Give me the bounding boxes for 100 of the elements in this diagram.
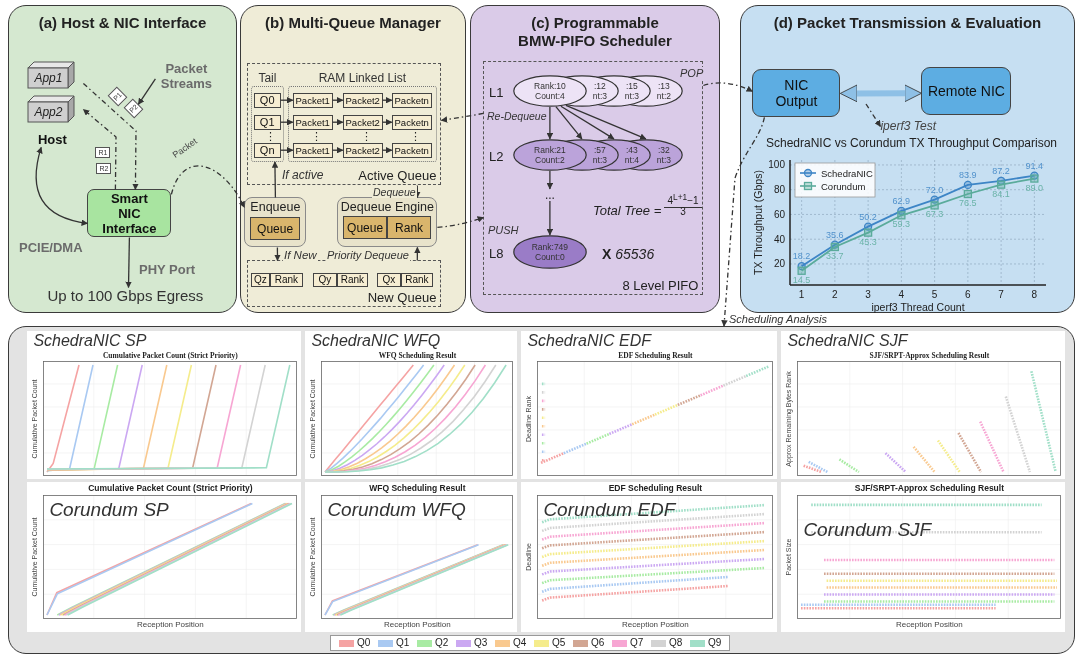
edge-label: Re-Dequeue <box>486 110 548 122</box>
group-label: Tail <box>258 70 277 85</box>
packet-box: Packet1 <box>292 92 333 108</box>
tick-label: 7 <box>998 289 1004 300</box>
double-arrow <box>839 84 922 103</box>
packet-box: Packetn <box>391 114 432 130</box>
tick-label: 60 <box>773 208 785 220</box>
node-label: Host <box>37 132 67 148</box>
node-label: Rank:10 Count:4 <box>533 80 567 101</box>
legend-label: Q7 <box>630 637 644 649</box>
packet-box: Packetn <box>391 92 432 108</box>
tick-label: 5 <box>931 289 938 300</box>
queue-cell: Queue <box>343 216 388 240</box>
packet-box: Packet1 <box>292 142 333 158</box>
group-label: Dequeue Engine <box>340 200 434 215</box>
plot-caption: SchedraNIC SJF <box>787 332 908 351</box>
arrow <box>440 112 485 123</box>
double-headed-arrow <box>35 146 89 226</box>
panel <box>8 5 237 313</box>
legend-label: Q8 <box>669 637 683 649</box>
plot-panel <box>27 482 302 633</box>
rank-cell: Rank <box>387 216 432 240</box>
plot-panel <box>27 331 302 480</box>
legend-label: Q0 <box>357 637 371 649</box>
ellipsis-text: ⋮ <box>361 130 372 143</box>
arrow <box>560 105 615 140</box>
value-label: 14.5 <box>792 274 811 285</box>
plot-title: Cumulative Packet Count (Strict Priority) <box>88 483 253 494</box>
node-label: :13 nt:2 <box>655 80 672 101</box>
tick-label: 4 <box>898 289 905 300</box>
plot-caption: SchedraNIC EDF <box>527 332 651 351</box>
tick-label: 6 <box>965 289 971 300</box>
rank-cell: Rank <box>269 272 303 287</box>
plot-caption: SchedraNIC SP <box>33 332 147 351</box>
tick-label: 100 <box>768 159 785 171</box>
group-label: Active Queue <box>358 168 437 184</box>
axis-title: iperf3 Thread Count <box>871 301 965 313</box>
value-label: 89.0 <box>1025 182 1044 193</box>
ellipsis-text: ⋮ <box>410 130 421 143</box>
arrow <box>332 146 344 154</box>
legend-label: Q2 <box>435 637 449 649</box>
node-label: Rank:21 Count:2 <box>533 144 567 165</box>
process-box: NIC Output <box>752 69 841 118</box>
multiplier-text: X 65536 <box>602 246 655 262</box>
plot-caption: SchedraNIC WFQ <box>311 332 441 351</box>
value-label: 45.3 <box>859 236 877 247</box>
arrow <box>436 216 485 229</box>
rank-cell: Rank <box>400 272 433 287</box>
group-label: 8 Level PIFO <box>622 278 699 294</box>
engine-box <box>337 197 438 248</box>
value-label: 33.7 <box>826 251 844 261</box>
panel <box>240 5 466 313</box>
node-label: :57 nt:3 <box>591 144 608 165</box>
legend-label: Q5 <box>552 637 566 649</box>
node-label: App1 <box>34 71 63 86</box>
tick-label: 40 <box>773 233 785 245</box>
panel <box>470 5 720 313</box>
edge-label: POP <box>679 67 705 80</box>
edge-label: PHY Port <box>138 262 197 277</box>
queue-cell: Qz <box>250 272 270 287</box>
panel-title: (b) Multi-Queue Manager <box>265 14 441 32</box>
panel-title: (c) Programmable BMW-PIFO Scheduler <box>517 14 673 50</box>
arrow <box>546 106 554 140</box>
plot-panel <box>521 482 778 633</box>
queue-cell: Q1 <box>253 114 281 130</box>
node-label: App2 <box>34 105 63 120</box>
formula-text: 3 <box>679 206 687 218</box>
plot-panel <box>521 331 778 480</box>
panel-title: (a) Host & NIC Interface <box>38 14 207 32</box>
value-label: 18.2 <box>792 251 811 262</box>
tick-label: 3 <box>865 289 871 300</box>
arrow <box>565 104 647 140</box>
chart-title: SchedraNIC vs Corundum TX Throughput Comparison <box>766 136 1058 150</box>
value-label: 76.5 <box>959 198 977 209</box>
plot-panel <box>305 482 518 633</box>
arrow <box>332 118 344 126</box>
annotation-text: Packet Streams <box>155 61 218 92</box>
arrow <box>721 116 766 327</box>
group-label: Enqueue <box>250 200 301 215</box>
axis-title: Reception Position <box>384 620 451 631</box>
plot-caption: Corundum SP <box>49 499 169 521</box>
value-label: 62.9 <box>892 195 911 206</box>
legend-label: SchedraNIC <box>821 167 873 179</box>
process-box: Remote NIC <box>921 67 1012 116</box>
value-label: 50.2 <box>859 211 877 222</box>
ellipsis-text: ⋮ <box>311 130 322 143</box>
rank-cell: Rank <box>336 272 368 287</box>
legend-label: Q9 <box>708 637 722 649</box>
ellipsis-text: ⋮ <box>265 130 276 143</box>
tick-label: 20 <box>773 258 785 270</box>
plot-panel <box>781 482 1066 633</box>
panel <box>8 326 1075 654</box>
packet-box: Packet2 <box>342 92 383 108</box>
formula-text: Total Tree = <box>593 203 662 218</box>
arrow <box>546 170 554 190</box>
node-label: :15 nt:3 <box>623 80 640 101</box>
queue-cell: Qy <box>312 272 337 287</box>
tick-label: 1 <box>798 289 805 300</box>
plot-caption: Corundum SJF <box>803 519 932 541</box>
packet-box: Packet2 <box>342 114 383 130</box>
